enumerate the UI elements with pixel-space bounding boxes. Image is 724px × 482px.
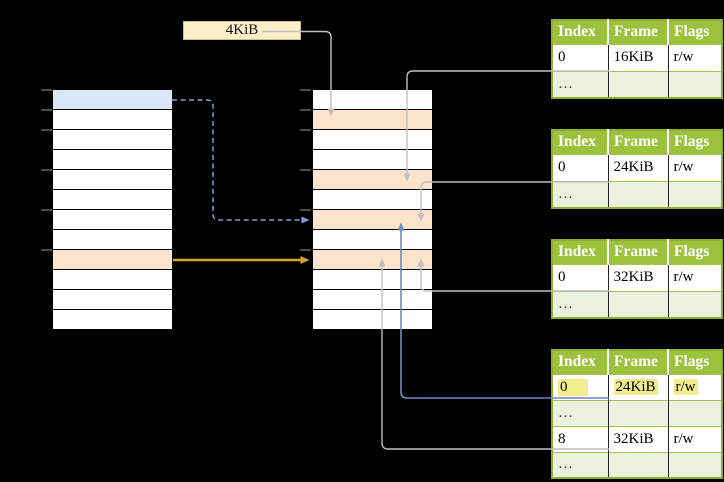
col-header-flags: Flags xyxy=(668,20,722,44)
highlighted-value: r/w xyxy=(673,378,698,395)
table-row-ellipsis: … xyxy=(552,180,722,208)
virtual-memory-row-1 xyxy=(53,90,172,110)
col-header-frame: Frame xyxy=(608,240,669,264)
virtual-memory-row-12 xyxy=(53,310,172,330)
table-cell: r/w xyxy=(668,153,722,181)
table-cell: … xyxy=(552,70,609,98)
table-cell: 8 xyxy=(552,425,609,452)
table-row-ellipsis: … xyxy=(552,290,722,318)
col-header-index: Index xyxy=(552,350,609,374)
col-header-index: Index xyxy=(552,240,609,264)
table-cell: 32KiB xyxy=(608,263,669,291)
page-table-2: Index Frame Flags 0 24KiB r/w … xyxy=(551,129,723,209)
highlighted-value: 0 xyxy=(558,378,588,396)
physical-memory-row-4 xyxy=(313,150,432,170)
table-cell xyxy=(668,399,722,426)
physical-memory-row-2 xyxy=(313,110,432,130)
table-cell: … xyxy=(552,290,609,318)
col-header-frame: Frame xyxy=(608,350,669,374)
physical-memory-row-7 xyxy=(313,210,432,230)
physical-memory-column xyxy=(313,90,432,330)
table-cell: 0 xyxy=(552,373,609,400)
table-row-ellipsis: … xyxy=(552,70,722,98)
physical-memory-row-5 xyxy=(313,170,432,190)
virtual-memory-row-7 xyxy=(53,210,172,230)
table-cell xyxy=(608,399,669,426)
table-row: 8 32KiB r/w xyxy=(552,425,722,452)
table-cell: r/w xyxy=(668,43,722,71)
table-header-row: Index Frame Flags xyxy=(552,240,722,264)
virtual-memory-row-6 xyxy=(53,190,172,210)
physical-memory-row-10 xyxy=(313,270,432,290)
col-header-index: Index xyxy=(552,20,609,44)
highlighted-value: 24KiB xyxy=(613,378,658,395)
table-cell: 32KiB xyxy=(608,425,669,452)
page-table-4: Index Frame Flags 0 24KiB r/w … 8 32KiB … xyxy=(551,349,723,479)
table-cell: r/w xyxy=(668,373,722,400)
table-row-highlighted: 0 24KiB r/w xyxy=(552,373,722,400)
physical-memory-row-8 xyxy=(313,230,432,250)
table-header-row: Index Frame Flags xyxy=(552,20,722,44)
table-cell: … xyxy=(552,180,609,208)
table-cell xyxy=(668,70,722,98)
virtual-memory-row-2 xyxy=(53,110,172,130)
table-cell xyxy=(608,70,669,98)
table-row: 0 24KiB r/w xyxy=(552,153,722,181)
physical-memory-row-3 xyxy=(313,130,432,150)
table-cell xyxy=(608,290,669,318)
table-row-ellipsis: … xyxy=(552,451,722,478)
virtual-memory-column xyxy=(53,90,172,330)
dashed-mapping-arrow xyxy=(172,99,310,224)
physical-memory-row-9 xyxy=(313,250,432,270)
table-header-row: Index Frame Flags xyxy=(552,130,722,154)
page-table-3: Index Frame Flags 0 32KiB r/w … xyxy=(551,239,723,319)
col-header-frame: Frame xyxy=(608,20,669,44)
physical-memory-row-11 xyxy=(313,290,432,310)
table-cell xyxy=(608,180,669,208)
table-cell xyxy=(668,451,722,478)
virtual-memory-row-3 xyxy=(53,130,172,150)
table-cell: 0 xyxy=(552,43,609,71)
table-cell: 24KiB xyxy=(608,153,669,181)
col-header-index: Index xyxy=(552,130,609,154)
table-cell xyxy=(668,180,722,208)
virtual-memory-row-9 xyxy=(53,250,172,270)
virtual-memory-row-11 xyxy=(53,290,172,310)
table-row: 0 16KiB r/w xyxy=(552,43,722,71)
col-header-flags: Flags xyxy=(668,350,722,374)
table-cell xyxy=(608,451,669,478)
page-size-box: 4KiB xyxy=(183,21,301,40)
page-table-1: Index Frame Flags 0 16KiB r/w … xyxy=(551,19,723,99)
virtual-memory-row-5 xyxy=(53,170,172,190)
physical-memory-row-12 xyxy=(313,310,432,330)
table-cell: … xyxy=(552,399,609,426)
table-header-row: Index Frame Flags xyxy=(552,350,722,374)
col-header-flags: Flags xyxy=(668,240,722,264)
virtual-memory-row-4 xyxy=(53,150,172,170)
table-cell: 0 xyxy=(552,153,609,181)
table-cell: 0 xyxy=(552,263,609,291)
page-size-label: 4KiB xyxy=(225,22,259,38)
table-row: 0 32KiB r/w xyxy=(552,263,722,291)
col-header-frame: Frame xyxy=(608,130,669,154)
table-cell: 16KiB xyxy=(608,43,669,71)
virtual-memory-row-8 xyxy=(53,230,172,250)
table-cell: 24KiB xyxy=(608,373,669,400)
physical-memory-row-1 xyxy=(313,90,432,110)
table-cell: r/w xyxy=(668,263,722,291)
table-cell: r/w xyxy=(668,425,722,452)
physical-memory-row-6 xyxy=(313,190,432,210)
table-row-ellipsis: … xyxy=(552,399,722,426)
virtual-memory-row-10 xyxy=(53,270,172,290)
table-cell: … xyxy=(552,451,609,478)
table-cell xyxy=(668,290,722,318)
col-header-flags: Flags xyxy=(668,130,722,154)
